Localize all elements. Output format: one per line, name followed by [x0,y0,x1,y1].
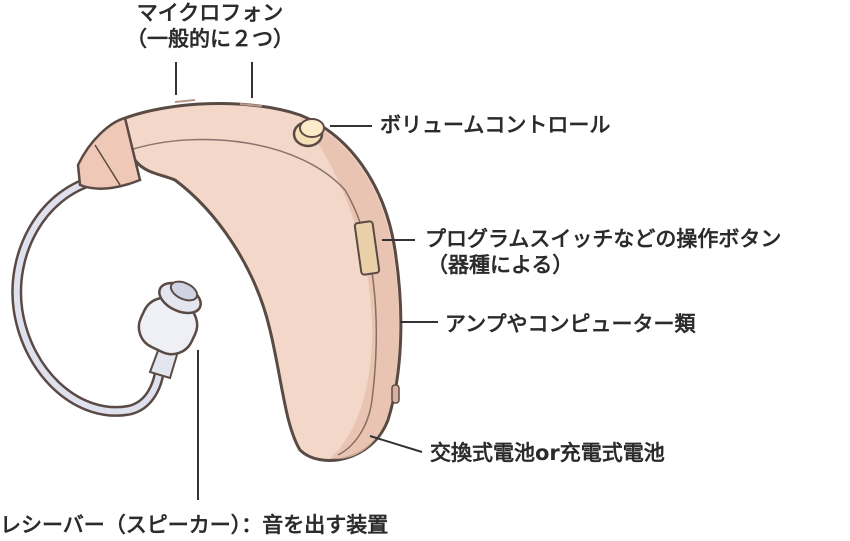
sound-tube-inner [13,177,163,415]
label-microphone-line2: （一般的に２つ） [126,27,294,51]
label-amp-computer: アンプやコンピューター類 [445,312,696,336]
volume-knob [292,118,325,148]
label-program-line1: プログラムスイッチなどの操作ボタン [425,227,782,251]
program-switch [353,220,381,276]
sound-tube [11,174,166,417]
hearing-aid-body [118,102,403,462]
label-program-line2: （器種による） [427,253,574,277]
mic-port-1 [174,99,196,103]
label-program-switch: プログラムスイッチなどの操作ボタン （器種による） [425,226,781,278]
battery-door [391,384,400,404]
receiver-speaker [137,280,202,380]
label-receiver: レシーバー（スピーカー）：音を出す装置 [0,513,389,537]
label-microphone: マイクロフォン （一般的に２つ） [110,0,310,52]
mic-port-2 [239,103,263,107]
label-battery: 交換式電池or充電式電池 [430,441,665,465]
leader-battery [369,435,423,453]
label-microphone-line1: マイクロフォン [136,1,284,25]
label-volume-control: ボリュームコントロール [380,113,611,137]
earhook-tip [76,116,142,190]
